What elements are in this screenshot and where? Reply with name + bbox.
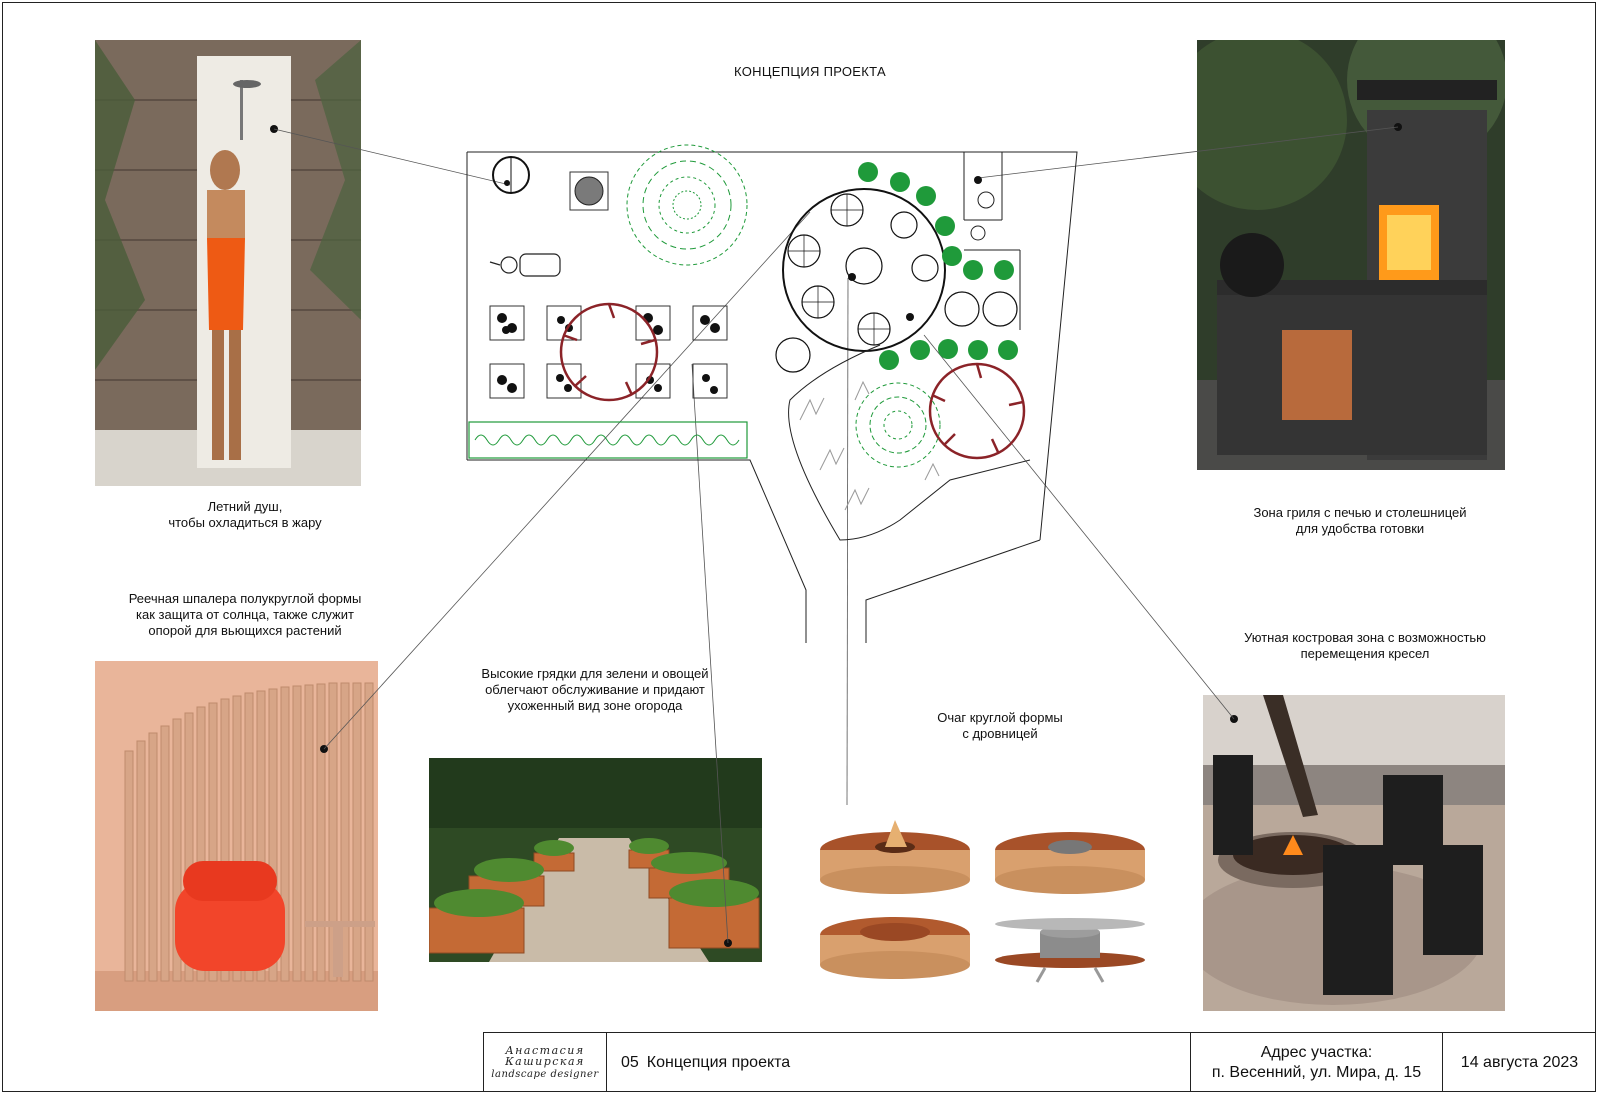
sheet-name-cell: 05 Концепция проекта (607, 1033, 1191, 1092)
firepit-caption: Уютная костровая зона с возможностью пер… (1244, 630, 1486, 661)
address-label: Адрес участка: (1260, 1043, 1373, 1061)
logo-name-first: Анастасия (505, 1044, 585, 1057)
beds-caption: Высокие грядки для зелени и овощей облег… (481, 666, 709, 713)
sheet-date: 14 августа 2023 (1460, 1053, 1579, 1071)
shower-caption: Летний душ, чтобы охладиться в жару (168, 499, 322, 530)
page-title: КОНЦЕПЦИЯ ПРОЕКТА (734, 64, 886, 79)
shower-photo (95, 40, 361, 486)
address-cell: Адрес участка: п. Весенний, ул. Мира, д.… (1191, 1033, 1443, 1092)
hearth-caption: Очаг круглой формы с дровницей (937, 710, 1063, 741)
logo-signature: landscape designer (491, 1069, 599, 1080)
logo-name-last: Каширская (505, 1055, 585, 1068)
address-value: п. Весенний, ул. Мира, д. 15 (1211, 1063, 1422, 1081)
date-cell: 14 августа 2023 (1443, 1033, 1596, 1092)
grill-caption: Зона гриля с печью и столешницей для удо… (1253, 505, 1467, 536)
title-block: Анастасия Каширская landscape designer 0… (483, 1032, 1596, 1092)
beds-photo (429, 758, 762, 962)
designer-logo: Анастасия Каширская landscape designer (484, 1033, 607, 1092)
firepit-photo (1203, 695, 1505, 1011)
hearth-products (815, 800, 1155, 1000)
sheet-number: 05 (621, 1053, 639, 1071)
trellis-caption: Реечная шпалера полукруглой формы как за… (128, 591, 362, 638)
trellis-photo (95, 661, 378, 1011)
sheet-name: Концепция проекта (646, 1053, 791, 1071)
grill-photo (1197, 40, 1505, 470)
